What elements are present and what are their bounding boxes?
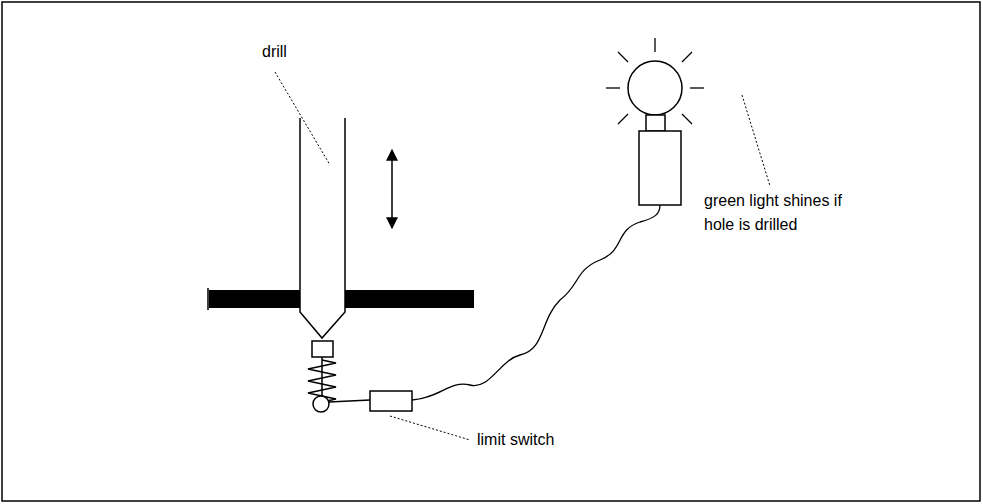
drill-bit (300, 118, 345, 338)
lamp-neck (646, 115, 665, 131)
part-label: drill (262, 40, 322, 64)
motion-arrow (391, 150, 393, 228)
switch-lever (329, 400, 370, 402)
lamp-bulb (628, 61, 682, 115)
lamp-base (639, 131, 681, 205)
part-label: limit switch (477, 428, 597, 452)
switch-roller (313, 396, 329, 412)
workpiece-plate (345, 290, 474, 308)
plate-edge (207, 288, 209, 310)
note-label: green light shines if hole is drilled (704, 189, 844, 237)
leader-line (275, 72, 330, 165)
sensor-plunger (312, 341, 333, 357)
workpiece-plate (209, 290, 300, 308)
limit-switch (370, 391, 412, 411)
light-rays (606, 38, 704, 124)
leader-line (742, 95, 770, 186)
leader-line (390, 416, 470, 440)
signal-wire (412, 205, 660, 400)
